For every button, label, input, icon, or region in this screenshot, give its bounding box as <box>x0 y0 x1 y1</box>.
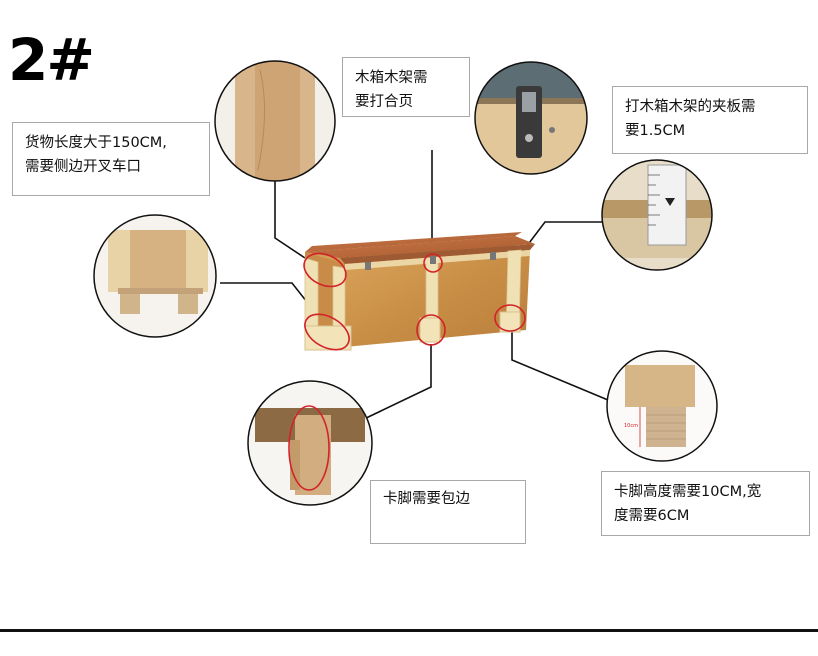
callout-plywood: 打木箱木架的夹板需 要1.5CM <box>612 86 808 154</box>
detail-plywood-thickness <box>602 160 712 270</box>
wooden-crate <box>304 232 535 351</box>
foot-measure-label: 10cm <box>624 423 638 429</box>
callout-edge-wrap: 卡脚需要包边 <box>370 480 526 544</box>
highlight-rings <box>303 252 526 351</box>
callout-hinge: 木箱木架需 要打合页 <box>342 57 470 117</box>
callout-forklift: 货物长度大于150CM, 需要侧边开叉车口 <box>12 122 210 196</box>
detail-hinge-latch <box>475 62 587 174</box>
callout-foot-size: 卡脚高度需要10CM,宽 度需要6CM <box>601 471 810 536</box>
bottom-divider <box>0 629 818 632</box>
detail-lid-edge <box>215 61 335 181</box>
page-title: 2# <box>8 26 95 94</box>
leader-lines <box>220 150 609 421</box>
detail-foot-dimensions: 10cm <box>607 351 717 461</box>
detail-forklift-opening <box>94 215 216 337</box>
detail-foot-edge-wrap <box>248 381 372 505</box>
